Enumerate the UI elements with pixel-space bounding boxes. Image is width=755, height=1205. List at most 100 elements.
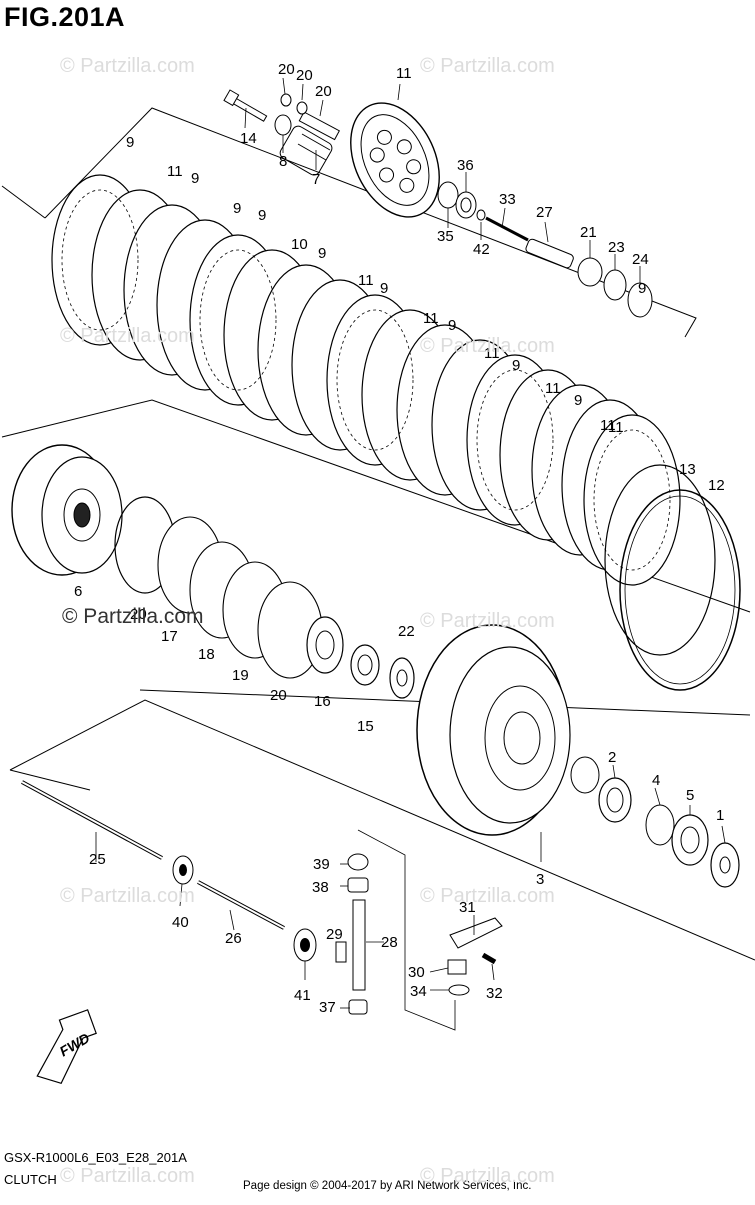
washer-27 — [603, 269, 627, 301]
spacer-4 — [645, 804, 675, 846]
bearing-41 — [348, 999, 368, 1015]
callout-45: 45 — [0, 0, 17, 4]
fwd-arrow: FWD — [36, 1009, 97, 1085]
callout-33: 33 — [499, 191, 516, 208]
primary-driven-gear-3 — [416, 624, 571, 836]
rod-37 — [485, 216, 529, 242]
callout-31: 31 — [459, 899, 476, 916]
watermark: © Partzilla.com — [420, 885, 555, 907]
callout-27: 27 — [536, 204, 553, 221]
watermark: © Partzilla.com — [62, 605, 204, 628]
callout-1: 1 — [716, 807, 724, 824]
leader-lines — [95, 77, 726, 1031]
wire-ring-15 — [619, 489, 741, 691]
callout-34: 34 — [410, 983, 427, 1000]
callout-30: 30 — [408, 964, 425, 981]
release-shaft-32 — [352, 899, 366, 991]
oil-seal-45 — [293, 928, 317, 962]
drive-plate-10 — [583, 414, 681, 586]
washer-hub-19 — [306, 616, 344, 674]
callout-14: 14 — [240, 130, 257, 147]
callout-9: 9 — [448, 317, 456, 334]
callout-12: 12 — [708, 477, 725, 494]
callout-11: 11 — [608, 419, 624, 436]
callout-11: 11 — [545, 380, 561, 397]
model-code: GSX-R1000L6_E03_E28_201A — [4, 1150, 187, 1165]
callout-24: 24 — [632, 251, 649, 268]
footer-credit: Page design © 2004-2017 by ARI Network S… — [243, 1180, 532, 1192]
spring-22 — [298, 111, 340, 141]
callout-4: 4 — [652, 772, 660, 789]
pressure-plate-14 — [350, 102, 440, 218]
callout-20: 20 — [278, 61, 295, 78]
spring-washer-20 — [157, 516, 323, 679]
pin-33 — [335, 941, 347, 963]
callout-44: 44 — [0, 0, 17, 4]
section-name: CLUTCH — [4, 1172, 57, 1187]
callout-20: 20 — [296, 67, 313, 84]
callout-11: 11 — [358, 272, 374, 289]
rod-31 — [525, 238, 574, 269]
callout-9: 9 — [126, 134, 134, 151]
bolt-36 — [481, 952, 497, 965]
callout-22: 22 — [398, 623, 415, 640]
callout-9: 9 — [258, 207, 266, 224]
callout-35: 35 — [437, 228, 454, 245]
spring-34 — [447, 959, 467, 975]
callout-41: 41 — [294, 987, 311, 1004]
callout-5: 5 — [686, 787, 694, 804]
callout-29: 29 — [326, 926, 343, 943]
callout-9: 9 — [638, 280, 646, 297]
bearing-40 — [455, 191, 477, 219]
thrust-washer-1 — [710, 842, 740, 888]
callout-labels: 1234567899999999991011111111111111111213… — [0, 0, 725, 1016]
seat-18 — [350, 644, 380, 686]
callout-10: 10 — [291, 236, 308, 253]
sleeve-hub-6 — [11, 444, 123, 576]
spring-7 — [279, 125, 333, 176]
nut-23 — [280, 93, 292, 107]
callout-19: 19 — [232, 667, 249, 684]
callout-11: 11 — [396, 65, 412, 82]
callout-15: 15 — [357, 718, 374, 735]
callout-9: 9 — [574, 392, 582, 409]
callout-46: 46 — [0, 0, 17, 4]
push-rod-30 — [197, 880, 285, 930]
callout-20: 20 — [130, 606, 147, 623]
callout-23: 23 — [608, 239, 625, 256]
clutch-plate-stack-inner — [61, 189, 671, 571]
watermark: © Partzilla.com — [60, 55, 195, 77]
callout-42: 42 — [473, 241, 490, 258]
release-arm-35 — [449, 917, 503, 949]
callout-21: 21 — [580, 224, 597, 241]
watermark: © Partzilla.com — [60, 885, 195, 907]
callout-9: 9 — [233, 200, 241, 217]
callout-38: 38 — [312, 879, 329, 896]
callout-8: 8 — [279, 153, 287, 170]
callout-6: 6 — [74, 583, 82, 600]
callout-32: 32 — [486, 985, 503, 1002]
callout-17: 17 — [161, 628, 178, 645]
watermark: © Partzilla.com — [420, 610, 555, 632]
bushing — [570, 756, 600, 794]
callout-11: 11 — [167, 163, 183, 180]
watermark: © Partzilla.com — [420, 335, 555, 357]
watermark: © Partzilla.com — [420, 1165, 555, 1187]
callout-20: 20 — [270, 687, 287, 704]
watermark: © Partzilla.com — [420, 55, 555, 77]
bearing-42 — [347, 877, 369, 893]
callout-9: 9 — [512, 357, 520, 374]
washer-8 — [274, 114, 292, 136]
callout-11: 11 — [484, 345, 500, 362]
callout-40: 40 — [172, 914, 189, 931]
needle-bearing-2 — [598, 777, 632, 823]
callout-13: 13 — [679, 461, 696, 478]
callout-26: 26 — [225, 930, 242, 947]
washer-39 — [437, 181, 459, 209]
wire-ring-16 — [604, 464, 716, 656]
callout-18: 18 — [198, 646, 215, 663]
lower-assembly-box — [9, 699, 755, 961]
watermark: © Partzilla.com — [60, 325, 195, 347]
